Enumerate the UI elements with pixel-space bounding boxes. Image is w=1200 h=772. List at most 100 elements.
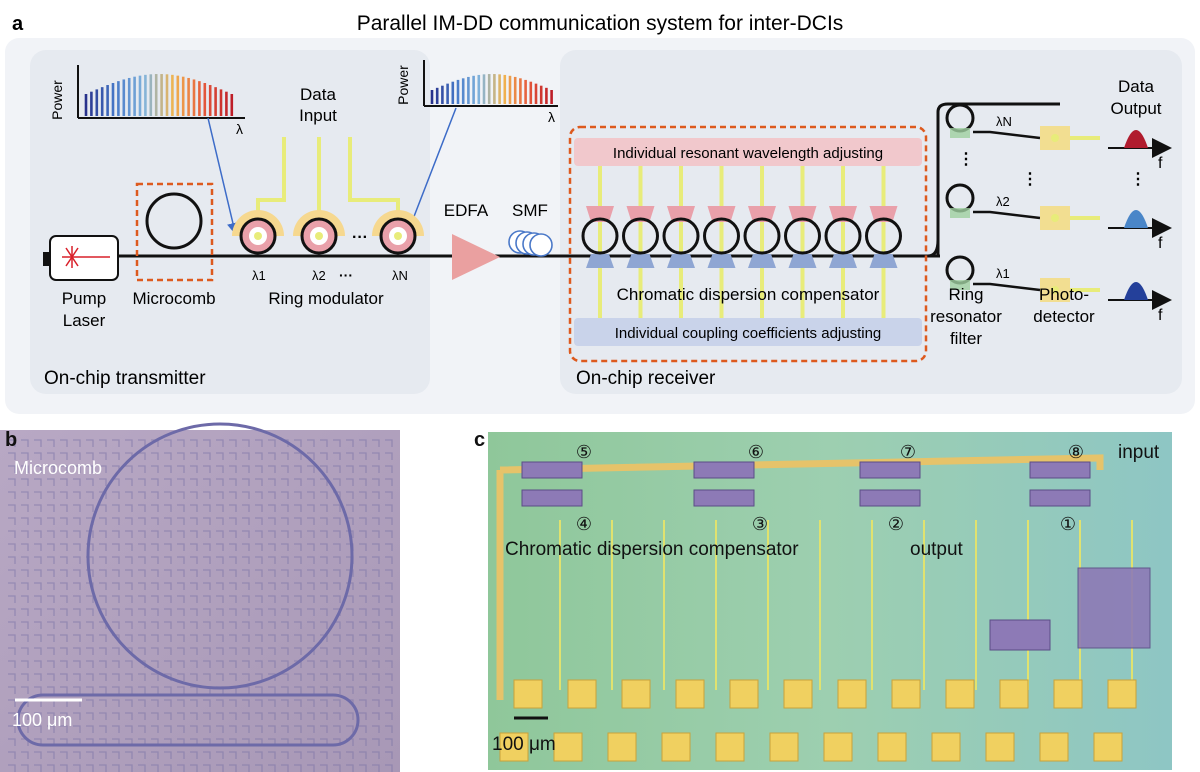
pattern-cell	[8, 530, 16, 538]
pattern-cell	[203, 439, 211, 447]
pattern-cell	[307, 491, 315, 499]
pattern-cell	[385, 699, 393, 707]
pattern-cell	[203, 452, 211, 460]
bond-pad-top	[1053, 679, 1083, 709]
pattern-cell	[268, 725, 276, 733]
pattern-cell	[320, 556, 328, 564]
chip-number-top: ⑦	[900, 442, 916, 462]
pattern-cell	[21, 569, 29, 577]
pattern-cell	[333, 439, 341, 447]
microcomb-bus-waveguide	[16, 693, 360, 747]
pattern-cell	[359, 673, 367, 681]
pattern-cell	[346, 764, 354, 772]
pattern-cell	[216, 751, 224, 759]
pattern-cell	[34, 634, 42, 642]
pattern-cell	[229, 712, 237, 720]
pattern-cell	[73, 621, 81, 629]
pattern-cell	[190, 517, 198, 525]
bond-pad-bottom	[769, 732, 799, 762]
pattern-cell	[190, 504, 198, 512]
pattern-cell	[307, 725, 315, 733]
pattern-cell	[164, 647, 172, 655]
pattern-cell	[60, 647, 68, 655]
pattern-cell	[372, 634, 380, 642]
bond-pad-bottom	[877, 732, 907, 762]
pattern-cell	[190, 699, 198, 707]
pattern-cell	[294, 543, 302, 551]
pattern-cell	[242, 751, 250, 759]
pump-label-1: Pump	[62, 289, 106, 308]
pattern-cell	[34, 673, 42, 681]
pattern-cell	[73, 530, 81, 538]
pattern-cell	[8, 660, 16, 668]
pattern-cell	[372, 673, 380, 681]
pattern-cell	[164, 517, 172, 525]
pattern-cell	[151, 504, 159, 512]
microcomb-label: Microcomb	[132, 289, 215, 308]
modulator-lambda-1: λ1	[252, 268, 266, 283]
pattern-cell	[346, 465, 354, 473]
pattern-cell	[125, 686, 133, 694]
pattern-cell	[255, 556, 263, 564]
pattern-cell	[203, 517, 211, 525]
pattern-cell	[125, 764, 133, 772]
pattern-cell	[333, 556, 341, 564]
pattern-cell	[346, 569, 354, 577]
heater-block	[859, 461, 921, 479]
pattern-cell	[21, 712, 29, 720]
pattern-cell	[294, 686, 302, 694]
pattern-cell	[307, 686, 315, 694]
bond-pad-top	[729, 679, 759, 709]
pattern-cell	[216, 647, 224, 655]
pattern-cell	[216, 699, 224, 707]
pattern-cell	[190, 478, 198, 486]
filter-label-1: Ring	[949, 285, 984, 304]
pattern-cell	[385, 556, 393, 564]
heater-block	[693, 461, 755, 479]
heater-block	[1029, 489, 1091, 507]
pattern-cell	[190, 543, 198, 551]
chip-number-bottom: ②	[888, 514, 904, 534]
bond-pad-top	[1107, 679, 1137, 709]
pattern-cell	[34, 530, 42, 538]
pattern-cell	[307, 673, 315, 681]
pattern-cell	[21, 543, 29, 551]
coupling-heater	[667, 254, 695, 268]
pattern-cell	[294, 608, 302, 616]
pattern-cell	[385, 738, 393, 746]
pattern-cell	[73, 673, 81, 681]
bond-pad-bottom	[931, 732, 961, 762]
pattern-cell	[203, 543, 211, 551]
pattern-cell	[385, 621, 393, 629]
pattern-cell	[268, 452, 276, 460]
pattern-cell	[216, 764, 224, 772]
pattern-cell	[177, 595, 185, 603]
pattern-cell	[125, 582, 133, 590]
bond-pad-top	[621, 679, 651, 709]
pattern-cell	[112, 530, 120, 538]
pattern-cell	[320, 673, 328, 681]
pattern-cell	[190, 452, 198, 460]
pattern-cell	[99, 673, 107, 681]
pattern-cell	[372, 621, 380, 629]
pattern-cell	[138, 712, 146, 720]
pattern-cell	[385, 764, 393, 772]
pattern-cell	[203, 465, 211, 473]
pattern-cell	[190, 439, 198, 447]
pattern-cell	[86, 504, 94, 512]
pattern-cell	[359, 660, 367, 668]
pattern-cell	[294, 751, 302, 759]
pattern-cell	[125, 543, 133, 551]
panel-c-scale-label: 100 μm	[492, 734, 556, 755]
pattern-cell	[359, 517, 367, 525]
pattern-cell	[294, 582, 302, 590]
pattern-cell	[242, 699, 250, 707]
pattern-cell	[112, 439, 120, 447]
pattern-cell	[242, 478, 250, 486]
pattern-cell	[34, 660, 42, 668]
pattern-cell	[34, 608, 42, 616]
pattern-cell	[112, 764, 120, 772]
pattern-cell	[229, 647, 237, 655]
